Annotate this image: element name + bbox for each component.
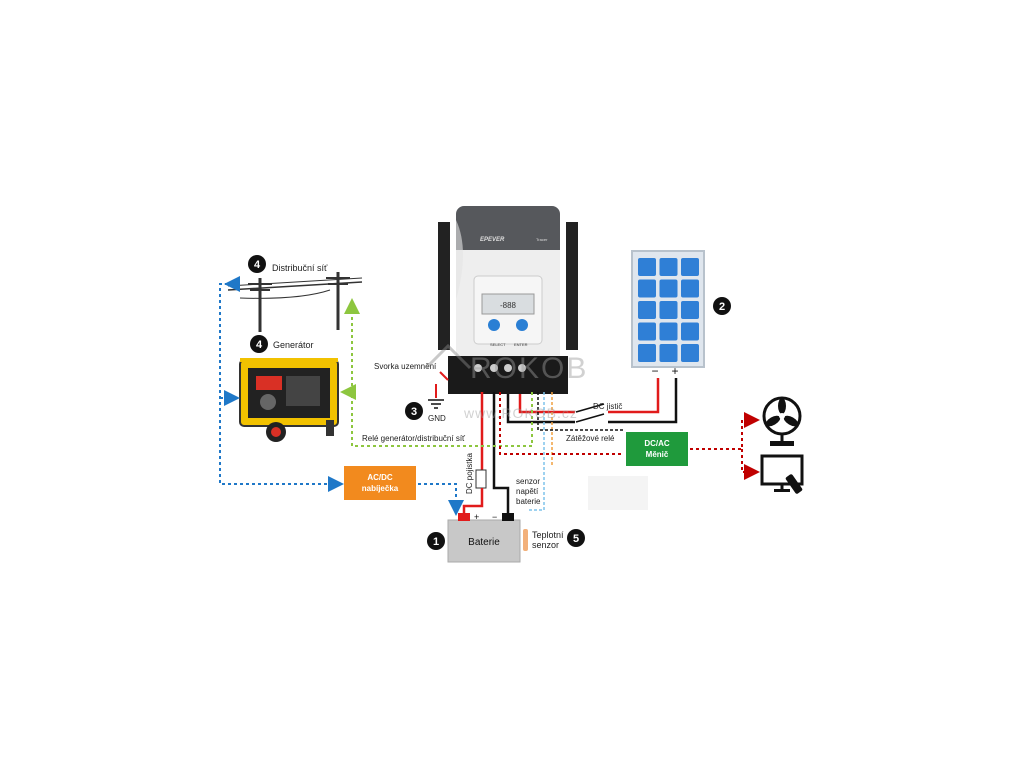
voltage-sensor-line-2: napětí — [516, 487, 539, 496]
marker-ground: 3 — [405, 402, 423, 420]
relay-dotted-lines — [340, 298, 533, 447]
marker-solar-number: 2 — [719, 301, 725, 313]
dcac-inverter-box: DC/AC Měnič — [626, 432, 688, 466]
battery-wires — [462, 392, 510, 514]
inverter-line-2: Měnič — [646, 450, 669, 459]
charger-line-2: nabíječka — [362, 484, 399, 493]
solar-cell — [659, 344, 678, 362]
voltage-sensor-line-1: senzor — [516, 477, 540, 486]
load-relay-label: Zátěžové relé — [566, 434, 615, 443]
remote-control-icon — [785, 474, 803, 494]
solar-cell — [681, 258, 699, 276]
solar-cell — [681, 279, 699, 298]
grid-label: Distribuční síť — [272, 263, 328, 273]
load-relay-wire — [537, 392, 624, 431]
battery-minus-label: − — [492, 512, 497, 522]
ac-dotted-lines — [219, 276, 464, 516]
ground-icon — [428, 399, 444, 409]
solar-cell — [659, 279, 678, 298]
fan-icon — [762, 396, 802, 446]
dc-breaker-label: DC jistič — [593, 402, 622, 411]
solar-cell — [681, 344, 699, 362]
select-button[interactable] — [488, 319, 500, 331]
marker-grid: 4 — [248, 255, 266, 273]
charge-controller: EPEVER Tracer -888 SELECT ENTER — [438, 206, 578, 394]
solar-cell — [681, 301, 699, 319]
power-pole-icon — [248, 278, 272, 332]
load-dotted-lines — [690, 412, 760, 480]
tv-icon — [760, 454, 804, 492]
marker-battery-number: 1 — [433, 536, 439, 548]
marker-temp-number: 5 — [573, 533, 579, 545]
solar-cell — [638, 344, 656, 362]
battery-plus-label: + — [474, 512, 479, 522]
pv-wires — [506, 378, 678, 424]
battery-to-inverter-dotted — [499, 392, 624, 455]
solar-cell — [659, 322, 678, 341]
marker-grid-number: 4 — [254, 259, 261, 271]
marker-generator-number: 4 — [256, 339, 263, 351]
sensor-dotted-wire — [528, 392, 545, 511]
pv-minus-label: − — [651, 364, 658, 378]
temp-sensor-line-2: senzor — [532, 540, 559, 550]
battery-icon — [447, 513, 521, 563]
marker-generator: 4 — [250, 335, 268, 353]
solar-panel-icon — [631, 250, 705, 368]
lcd-readout: -888 — [500, 301, 517, 310]
solar-cell — [638, 322, 656, 341]
marker-temp-sensor: 5 — [567, 529, 585, 547]
pv-plus-label: + — [671, 364, 678, 378]
select-label: SELECT — [490, 342, 506, 347]
enter-button[interactable] — [516, 319, 528, 331]
solar-cell — [659, 301, 678, 319]
solar-cell — [659, 258, 678, 276]
blank-placeholder — [588, 476, 648, 510]
battery-label: Baterie — [468, 537, 500, 548]
grid-power-lines — [227, 272, 363, 332]
solar-cell — [638, 301, 656, 319]
acdc-charger-box: AC/DC nabíječka — [344, 466, 416, 500]
gnd-label: GND — [428, 414, 446, 423]
charger-line-1: AC/DC — [367, 473, 393, 482]
power-pole-icon — [326, 272, 350, 330]
marker-battery: 1 — [427, 532, 445, 550]
marker-solar-panel: 2 — [713, 297, 731, 315]
watermark-logo: ROKOB — [470, 352, 588, 385]
solar-cell — [638, 258, 656, 276]
dc-fuse-label: DC pojistka — [465, 453, 474, 494]
solar-cell — [638, 279, 656, 298]
temp-sensor-line-1: Teplotní — [532, 530, 564, 540]
watermark: ROKOB www.ROKOB.cz — [424, 343, 588, 421]
controller-brand: EPEVER — [480, 237, 505, 243]
temp-sensor-probe-icon — [523, 529, 528, 551]
inverter-line-1: DC/AC — [644, 439, 670, 448]
marker-ground-number: 3 — [411, 406, 417, 418]
grounding-terminal-label: Svorka uzemnění — [374, 362, 437, 371]
controller-model: Tracer — [536, 237, 548, 242]
solar-cell — [681, 322, 699, 341]
generator-icon — [239, 358, 339, 442]
generator-label: Generátor — [273, 340, 314, 350]
relay-generator-grid-label: Relé generátor/distribuční síť — [362, 434, 466, 443]
watermark-url: www.ROKOB.cz — [463, 405, 578, 421]
enter-label: ENTER — [514, 342, 528, 347]
voltage-sensor-line-3: baterie — [516, 497, 541, 506]
